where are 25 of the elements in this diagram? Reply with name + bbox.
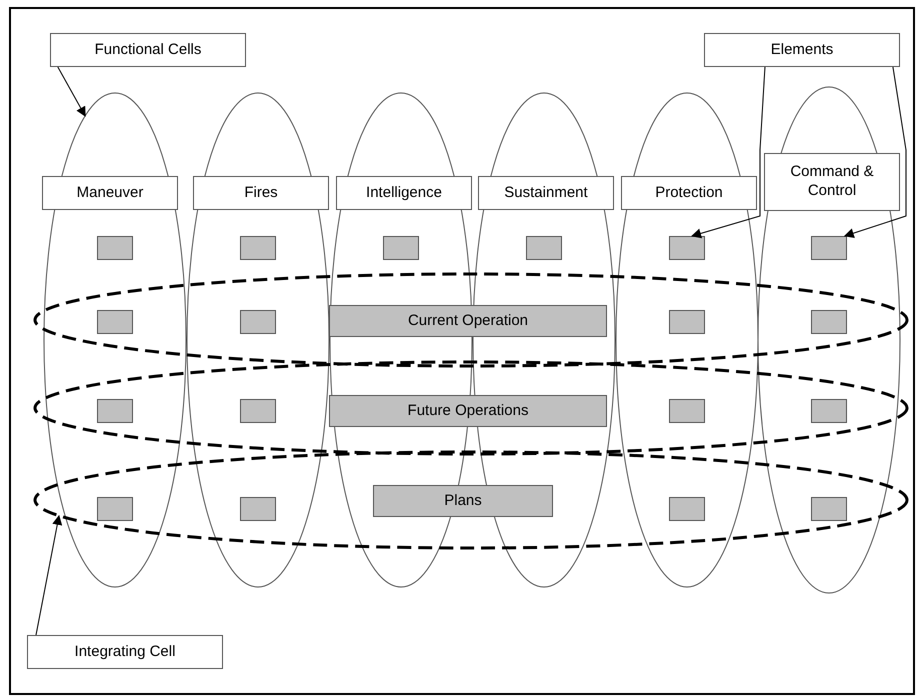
- leader-arrow: [57, 66, 86, 117]
- element-box: [669, 310, 705, 334]
- element-box: [669, 399, 705, 423]
- element-box: [811, 236, 847, 260]
- element-box: [669, 236, 705, 260]
- element-box: [240, 310, 276, 334]
- leader-arrow: [691, 66, 766, 238]
- leader-arrow: [844, 66, 906, 238]
- element-box: [811, 497, 847, 521]
- element-box: [811, 399, 847, 423]
- element-box: [97, 310, 133, 334]
- element-box: [97, 497, 133, 521]
- element-box: [240, 236, 276, 260]
- element-box: [240, 497, 276, 521]
- element-box: [240, 399, 276, 423]
- callout-box: Elements: [704, 33, 900, 67]
- leader-arrow: [36, 514, 62, 636]
- element-box: [526, 236, 562, 260]
- element-box: [669, 497, 705, 521]
- callout-box: Functional Cells: [50, 33, 246, 67]
- element-box: [811, 310, 847, 334]
- element-box: [383, 236, 419, 260]
- element-box: [97, 399, 133, 423]
- element-box: [97, 236, 133, 260]
- callout-box: Integrating Cell: [27, 635, 223, 669]
